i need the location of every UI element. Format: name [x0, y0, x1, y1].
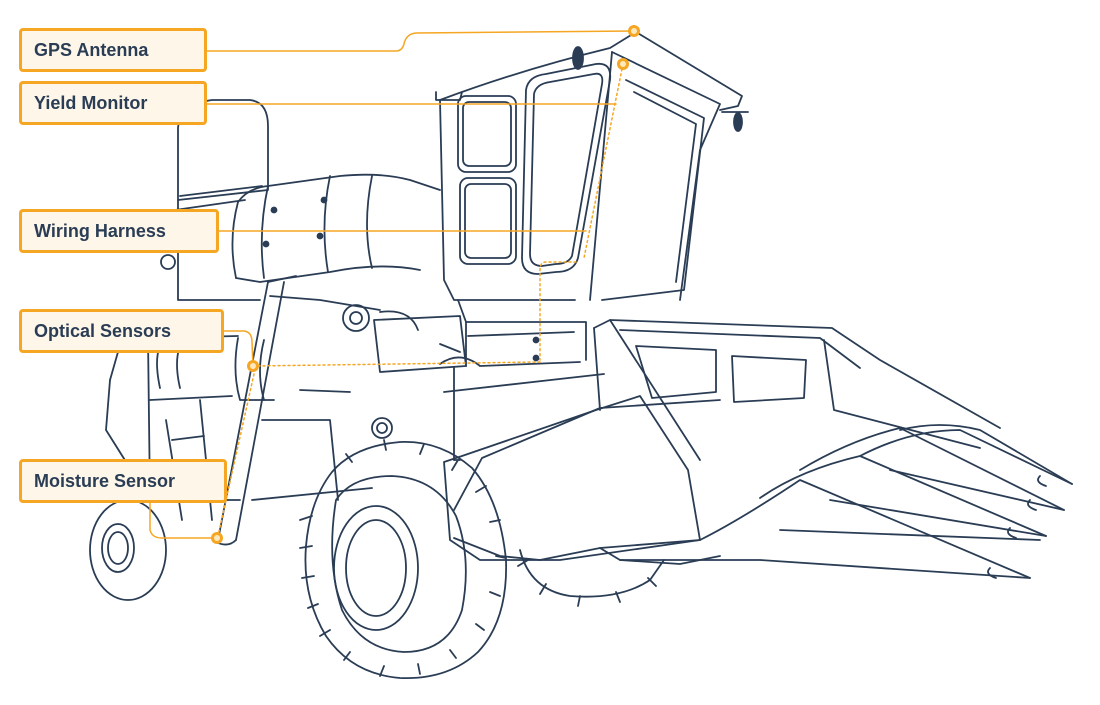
- wiring-harness-dotted: [539, 261, 577, 361]
- optical-sensors-dotted-down: [217, 373, 255, 537]
- gps-antenna-leader: [206, 30, 635, 52]
- cab: [435, 31, 749, 301]
- auger-housing: [231, 173, 441, 283]
- moisture-sensor-leader: [149, 481, 217, 539]
- rear-wheel-under-header: [517, 549, 665, 607]
- optical-sensors-dot-inner: [250, 363, 256, 369]
- yield-monitor-dot-inner: [620, 61, 626, 67]
- callout-lines: [149, 30, 635, 539]
- corn-header: [443, 319, 1073, 579]
- optical-sensors-leader: [223, 330, 254, 367]
- body: [342, 299, 605, 461]
- front-wheel: [299, 439, 507, 679]
- yield-monitor-dotted: [583, 63, 624, 259]
- callout-dots: [211, 25, 640, 544]
- gps-antenna-dot-inner: [631, 28, 637, 34]
- optical-sensors-label: Optical Sensors: [19, 309, 224, 353]
- moisture-sensor-label: Moisture Sensor: [19, 459, 227, 503]
- grain-tank: [160, 99, 269, 301]
- gps-antenna-label: GPS Antenna: [19, 28, 207, 72]
- rear-wheel: [89, 499, 167, 601]
- moisture-sensor-dot-inner: [214, 535, 220, 541]
- yield-monitor-label: Yield Monitor: [19, 81, 207, 125]
- wiring-harness-label: Wiring Harness: [19, 209, 219, 253]
